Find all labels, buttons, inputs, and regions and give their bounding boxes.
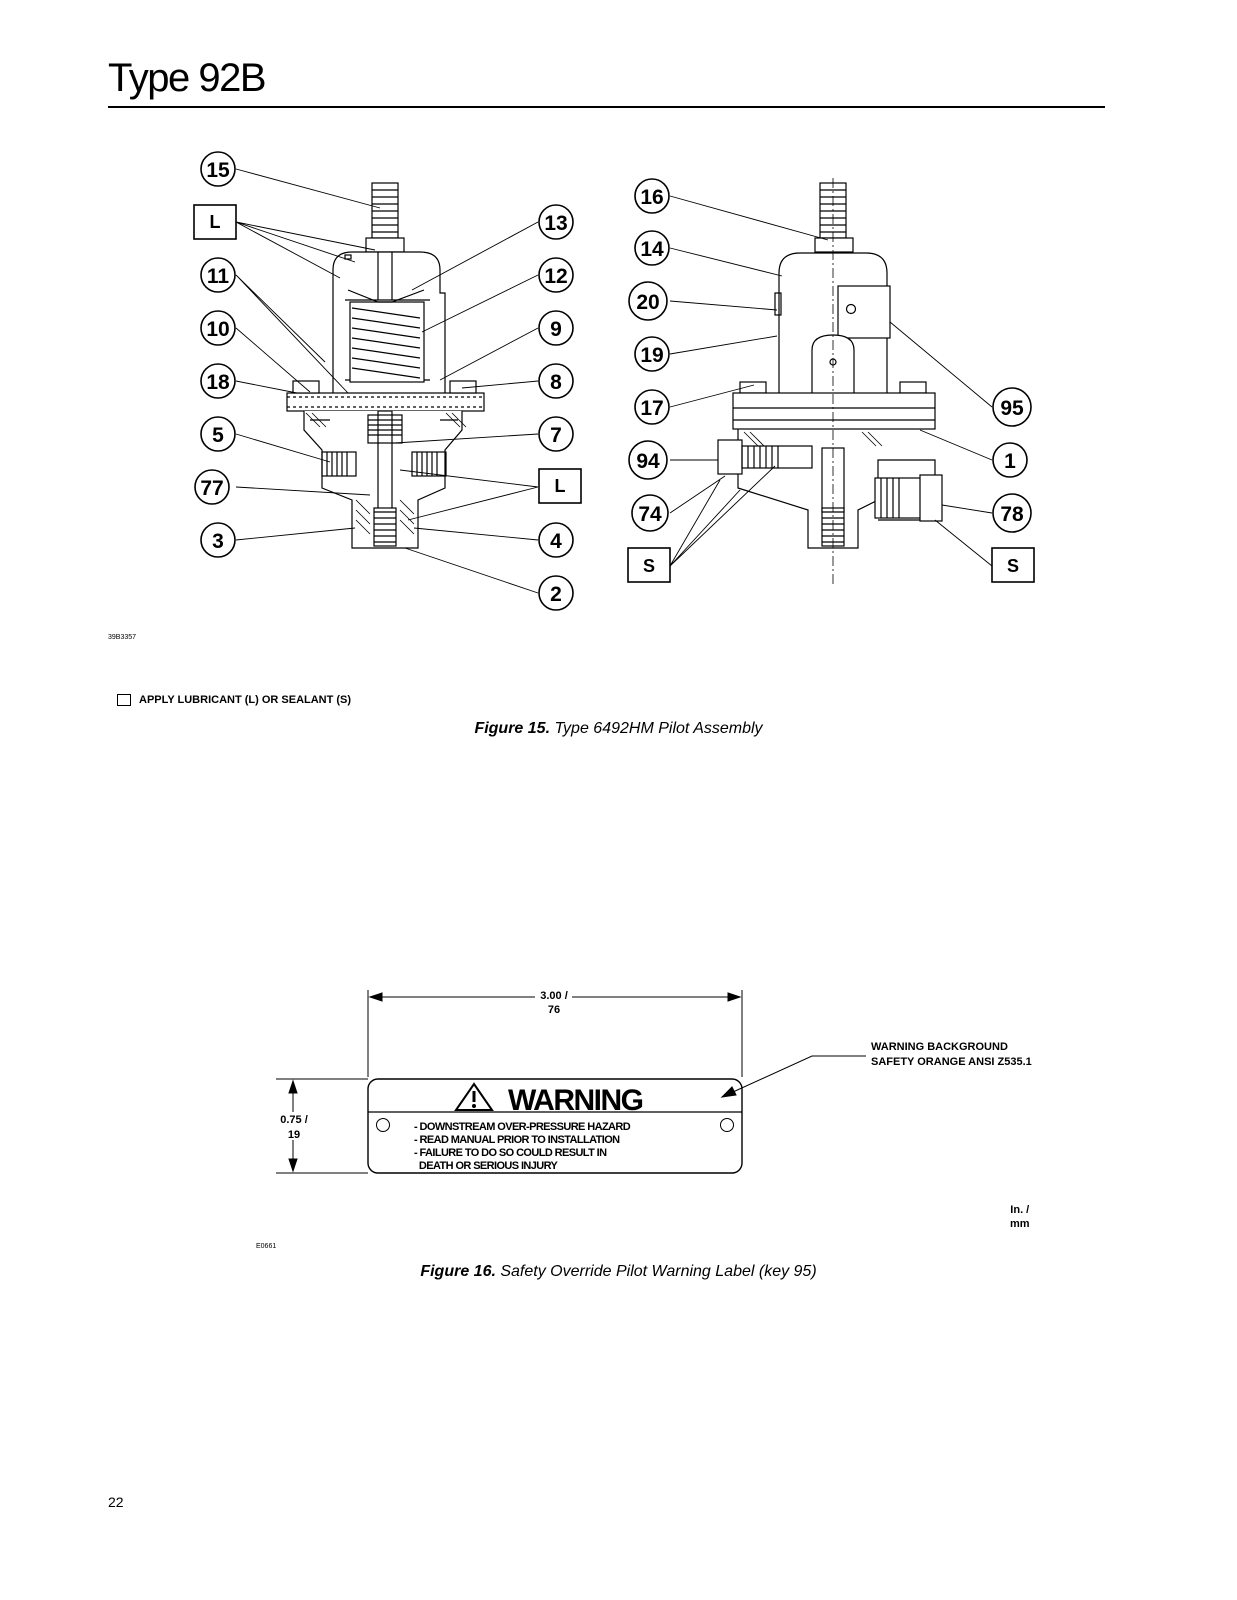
callout-77: 77 — [200, 477, 223, 500]
label-line-4: DEATH OR SERIOUS INJURY — [414, 1160, 559, 1172]
callout-4: 4 — [550, 530, 562, 553]
left-section-view — [286, 182, 485, 549]
figure16-caption: Figure 16. Safety Override Pilot Warning… — [0, 1263, 1237, 1281]
callout-11: 11 — [207, 265, 230, 288]
drawing-number-fig15: 39B3357 — [108, 634, 137, 641]
height-dim-inches: 0.75 / — [280, 1114, 308, 1126]
units-note: In. / mm — [1010, 1203, 1030, 1231]
figure15-caption: Figure 15. Type 6492HM Pilot Assembly — [0, 720, 1237, 738]
callout-15: 15 — [206, 159, 230, 182]
callout-7: 7 — [550, 424, 562, 447]
callout-14: 14 — [640, 238, 664, 261]
callout-12: 12 — [544, 265, 567, 288]
lubricant-legend: APPLY LUBRICANT (L) OR SEALANT (S) — [117, 694, 351, 706]
figure15-caption-label: Figure 15. — [474, 720, 551, 737]
callout-19: 19 — [640, 344, 663, 367]
page-number: 22 — [108, 1494, 124, 1510]
callout-3: 3 — [212, 530, 224, 553]
callout-9: 9 — [550, 318, 562, 341]
right-side-view — [717, 178, 943, 585]
units-line-1: In. / — [1010, 1204, 1030, 1216]
box-lubricant-2: L — [555, 476, 566, 496]
label-line-3: - FAILURE TO DO SO COULD RESULT IN — [414, 1147, 607, 1159]
height-dim-mm: 19 — [288, 1129, 300, 1141]
box-sealant-1: S — [643, 556, 655, 576]
box-sealant-2: S — [1007, 556, 1019, 576]
label-line-1: - DOWNSTREAM OVER-PRESSURE HAZARD — [414, 1121, 631, 1133]
callout-20: 20 — [636, 291, 659, 314]
figure16-caption-text: Safety Override Pilot Warning Label (key… — [500, 1263, 817, 1280]
callout-74: 74 — [638, 503, 662, 526]
callout-13: 13 — [544, 212, 567, 235]
callout-5: 5 — [212, 424, 224, 447]
note-line-2: SAFETY ORANGE ANSI Z535.1 — [871, 1056, 1032, 1068]
callout-10: 10 — [206, 318, 229, 341]
label-heading: WARNING — [508, 1084, 643, 1117]
units-line-2: mm — [1010, 1218, 1030, 1230]
callout-17: 17 — [640, 397, 663, 420]
label-line-2: - READ MANUAL PRIOR TO INSTALLATION — [414, 1134, 620, 1146]
callout-1: 1 — [1004, 450, 1016, 473]
callout-16: 16 — [640, 186, 663, 209]
legend-text: APPLY LUBRICANT (L) OR SEALANT (S) — [139, 694, 352, 706]
callout-95: 95 — [1000, 397, 1024, 420]
width-dim-mm: 76 — [548, 1004, 560, 1016]
drawing-number-fig16: E0661 — [256, 1243, 277, 1250]
callout-2: 2 — [550, 583, 562, 606]
callout-8: 8 — [550, 371, 562, 394]
header-rule — [108, 106, 1105, 108]
callout-78: 78 — [1000, 503, 1024, 526]
callout-94: 94 — [636, 450, 660, 473]
note-line-1: WARNING BACKGROUND — [871, 1041, 1008, 1053]
page-title: Type 92B — [108, 56, 267, 100]
figure15-caption-text: Type 6492HM Pilot Assembly — [554, 720, 763, 737]
pilot-assembly-drawing: 15 11 10 18 5 77 3 13 12 9 8 7 4 2 L L 1… — [193, 151, 1035, 611]
box-lubricant-1: L — [210, 212, 221, 232]
figure16-caption-label: Figure 16. — [420, 1263, 496, 1280]
legend-box-icon — [117, 694, 131, 706]
warning-label-drawing: 3.00 / 76 0.75 / 19 WARNING BACKGROUND S… — [276, 990, 1032, 1174]
width-dim-inches: 3.00 / — [540, 990, 568, 1002]
callout-18: 18 — [206, 371, 230, 394]
